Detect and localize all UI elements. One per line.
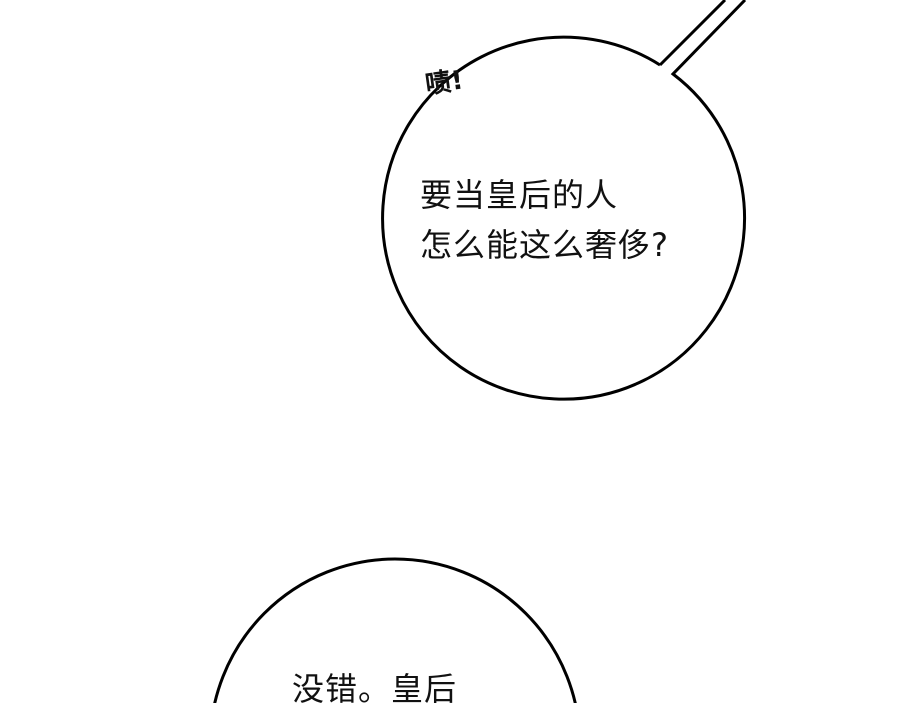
top-bubble-tail xyxy=(658,0,727,67)
bottom-bubble-line1: 没错。皇后 xyxy=(292,670,458,708)
top-bubble-line1: 要当皇后的人 xyxy=(420,176,619,214)
bottom-bubble-outline xyxy=(213,557,577,703)
top-bubble-outline xyxy=(381,0,747,401)
sfx-tsk: 啧! xyxy=(423,65,466,101)
top-bubble-line2: 怎么能这么奢侈? xyxy=(420,226,669,264)
